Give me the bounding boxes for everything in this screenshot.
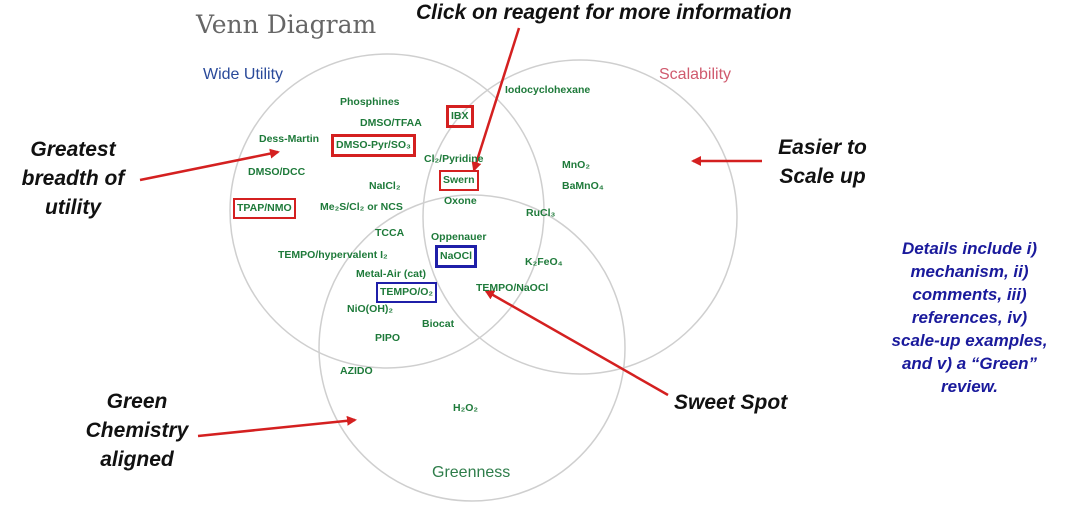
reagent-nio-oh2[interactable]: NiO(OH)₂: [347, 303, 394, 315]
label-scalability: Scalability: [659, 66, 732, 83]
reagent-bamno4[interactable]: BaMnO₄: [562, 180, 604, 192]
circle-greenness: [318, 194, 626, 502]
reagent-dmso-pyr-so3[interactable]: DMSO-Pyr/SO₃: [331, 134, 416, 157]
annotation-line: Greatest: [30, 138, 116, 161]
reagent-rucl3[interactable]: RuCl₃: [526, 207, 556, 219]
annotation-green-chemistry: Green Chemistry aligned: [82, 387, 192, 474]
reagent-tempo-hypervalent[interactable]: TEMPO/hypervalent I₂: [278, 249, 388, 261]
details-text: Details include i) mechanism, ii) commen…: [862, 237, 1077, 398]
reagent-oppenauer[interactable]: Oppenauer: [431, 231, 487, 243]
circle-scalability: [422, 59, 738, 375]
annotation-line: Green: [106, 390, 168, 413]
reagent-oxone[interactable]: Oxone: [444, 195, 477, 207]
reagent-dess-martin[interactable]: Dess-Martin: [259, 133, 320, 145]
reagent-pipo[interactable]: PIPO: [375, 332, 401, 344]
reagent-dmso-tfaa[interactable]: DMSO/TFAA: [360, 117, 422, 129]
reagent-azido[interactable]: AZIDO: [340, 365, 373, 377]
annotation-line: Scale up: [779, 165, 866, 188]
annotation-line: aligned: [100, 448, 174, 471]
arrow-sweet-spot: [484, 289, 669, 397]
arrow-greatest-breadth: [139, 148, 280, 182]
reagent-mno2[interactable]: MnO₂: [562, 159, 590, 171]
reagent-tempo-o2[interactable]: TEMPO/O₂: [375, 282, 438, 303]
details-line: comments, iii): [912, 285, 1027, 304]
instruction-text: Click on reagent for more information: [416, 1, 792, 24]
details-line: Details include i): [901, 239, 1038, 258]
reagent-ibx[interactable]: IBX: [446, 105, 474, 128]
reagent-phosphines[interactable]: Phosphines: [340, 96, 400, 108]
details-line: references, iv): [911, 308, 1028, 327]
details-line: review.: [940, 377, 999, 396]
reagent-tpap-nmo[interactable]: TPAP/NMO: [233, 198, 296, 219]
reagent-h2o2[interactable]: H₂O₂: [453, 402, 479, 414]
annotation-line: Chemistry: [85, 419, 189, 442]
annotation-line: breadth of: [21, 167, 125, 190]
reagent-dmso-dcc[interactable]: DMSO/DCC: [248, 166, 306, 178]
reagent-tcca[interactable]: TCCA: [375, 227, 405, 239]
details-line: and v) a “Green”: [901, 354, 1038, 373]
reagent-metal-air[interactable]: Metal-Air (cat): [356, 268, 427, 280]
reagent-k2feo4[interactable]: K₂FeO₄: [525, 256, 563, 268]
reagent-tempo-naocl[interactable]: TEMPO/NaOCl: [476, 282, 549, 294]
reagent-biocat[interactable]: Biocat: [422, 318, 455, 330]
reagent-naocl[interactable]: NaOCl: [434, 245, 478, 268]
annotation-line: Easier to: [778, 136, 867, 159]
arrow-instruction: [471, 27, 521, 172]
annotation-greatest-breadth: Greatest breadth of utility: [8, 135, 138, 222]
reagent-nacl2[interactable]: NaICl₂: [369, 180, 401, 192]
annotation-easier-scale: Easier to Scale up: [760, 133, 885, 191]
details-line: mechanism, ii): [910, 262, 1029, 281]
details-line: scale-up examples,: [891, 331, 1048, 350]
reagent-iodocyclohexane[interactable]: Iodocyclohexane: [505, 84, 591, 96]
annotation-line: utility: [45, 196, 101, 219]
reagent-me2s-cl2-ncs[interactable]: Me₂S/Cl₂ or NCS: [320, 201, 403, 213]
page-title: Venn Diagram: [196, 10, 377, 39]
reagent-cl2-pyridine[interactable]: Cl₂/Pyridine: [424, 153, 484, 165]
arrow-green-chemistry: [197, 415, 357, 438]
reagent-swern[interactable]: Swern: [439, 170, 479, 191]
label-greenness: Greenness: [432, 464, 511, 481]
circle-wide-utility: [229, 53, 545, 369]
annotation-sweet-spot: Sweet Spot: [674, 391, 788, 414]
label-wide-utility: Wide Utility: [203, 66, 284, 83]
